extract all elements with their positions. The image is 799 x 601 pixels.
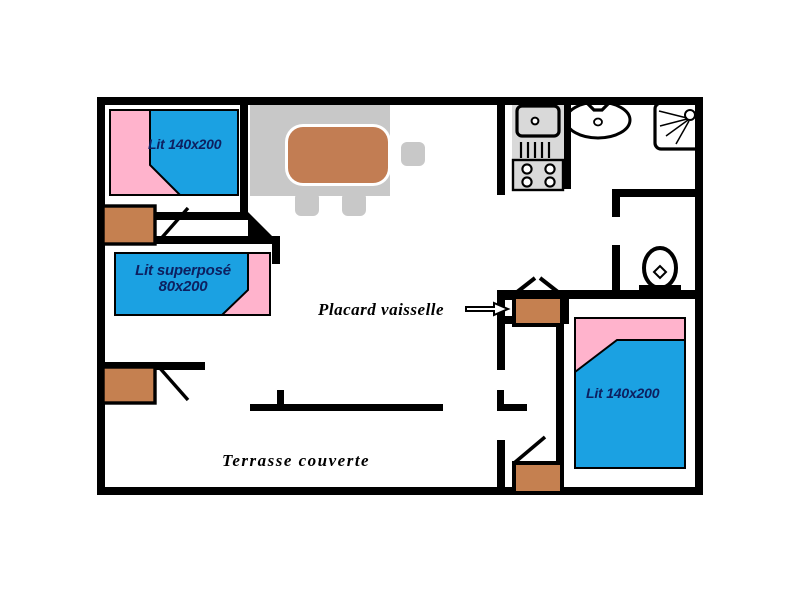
stool-right — [401, 142, 425, 166]
bed-bunk — [114, 252, 271, 316]
placard-arrow — [465, 301, 511, 317]
bed-bunk-label: Lit superposé 80x200 — [128, 262, 238, 296]
door-cupboard[interactable] — [510, 276, 565, 327]
placard-label: Placard vaisselle — [318, 300, 445, 319]
dining-table — [285, 124, 391, 186]
stool-bottom-left — [295, 192, 319, 216]
bed-right-label: Lit 140x200 — [586, 385, 660, 401]
terrace-label: Terrasse couverte — [222, 451, 371, 470]
bed-bunk-label-line2: 80x200 — [158, 278, 208, 296]
bed-bunk-label-line1: Lit superposé — [135, 262, 231, 279]
bed-right — [574, 317, 686, 469]
door-bedroom-left[interactable] — [101, 204, 190, 246]
washbasin — [564, 99, 632, 140]
stool-group — [295, 142, 425, 216]
kitchen-sink — [515, 104, 561, 158]
shower — [653, 101, 703, 151]
stool-bottom-right — [342, 192, 366, 216]
bed-left-label: Lit 140x200 — [148, 136, 222, 152]
kitchen-stove — [511, 158, 565, 192]
toilet — [639, 246, 681, 298]
door-bedroom-right[interactable] — [511, 435, 564, 495]
door-terrace-left[interactable] — [101, 364, 190, 405]
bed-left — [109, 109, 239, 196]
